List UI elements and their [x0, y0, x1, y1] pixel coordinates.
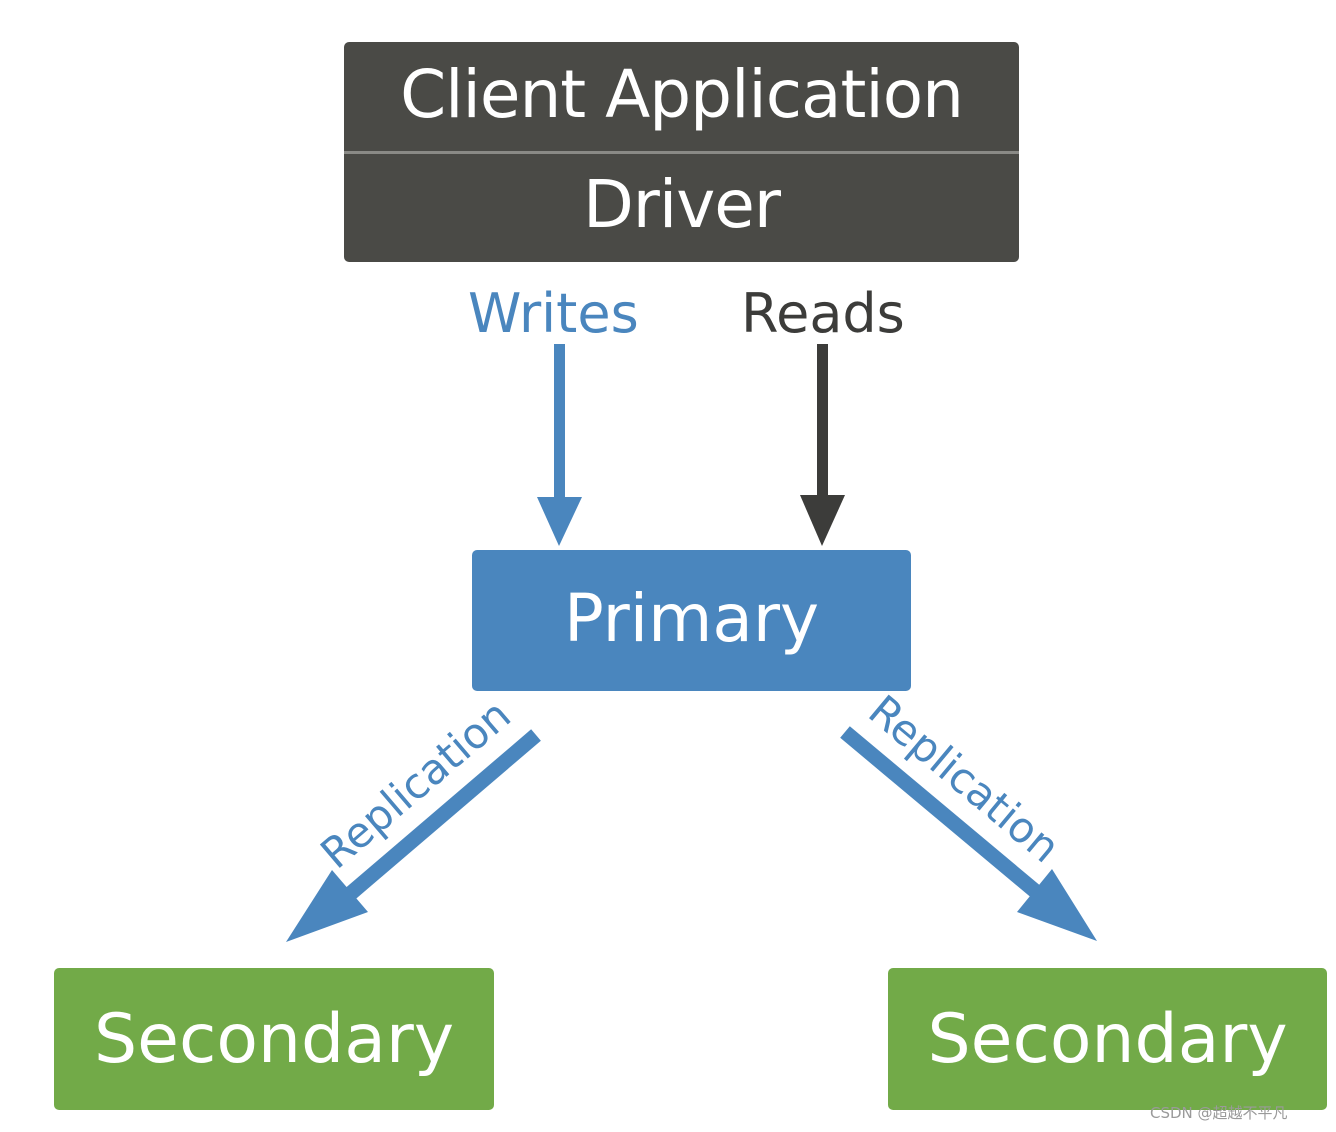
watermark: CSDN @超越不平凡: [1150, 1104, 1288, 1122]
secondary-right-label: Secondary: [927, 1000, 1288, 1079]
primary-node: Primary: [472, 550, 911, 691]
secondary-node-left: Secondary: [54, 968, 494, 1110]
primary-label: Primary: [563, 580, 820, 657]
secondary-left-label: Secondary: [93, 1000, 455, 1079]
writes-arrow: [537, 344, 582, 546]
replication-arrow-right: [840, 726, 1097, 941]
reads-arrow: [800, 344, 845, 546]
replication-arrow-left: [286, 729, 541, 942]
client-application-box: Client Application Driver: [344, 42, 1019, 262]
client-application-label: Client Application: [400, 56, 964, 133]
client-divider: [344, 151, 1019, 154]
secondary-node-right: Secondary: [888, 968, 1327, 1110]
writes-label: Writes: [468, 282, 639, 345]
driver-label: Driver: [582, 166, 781, 243]
reads-label: Reads: [741, 282, 905, 345]
